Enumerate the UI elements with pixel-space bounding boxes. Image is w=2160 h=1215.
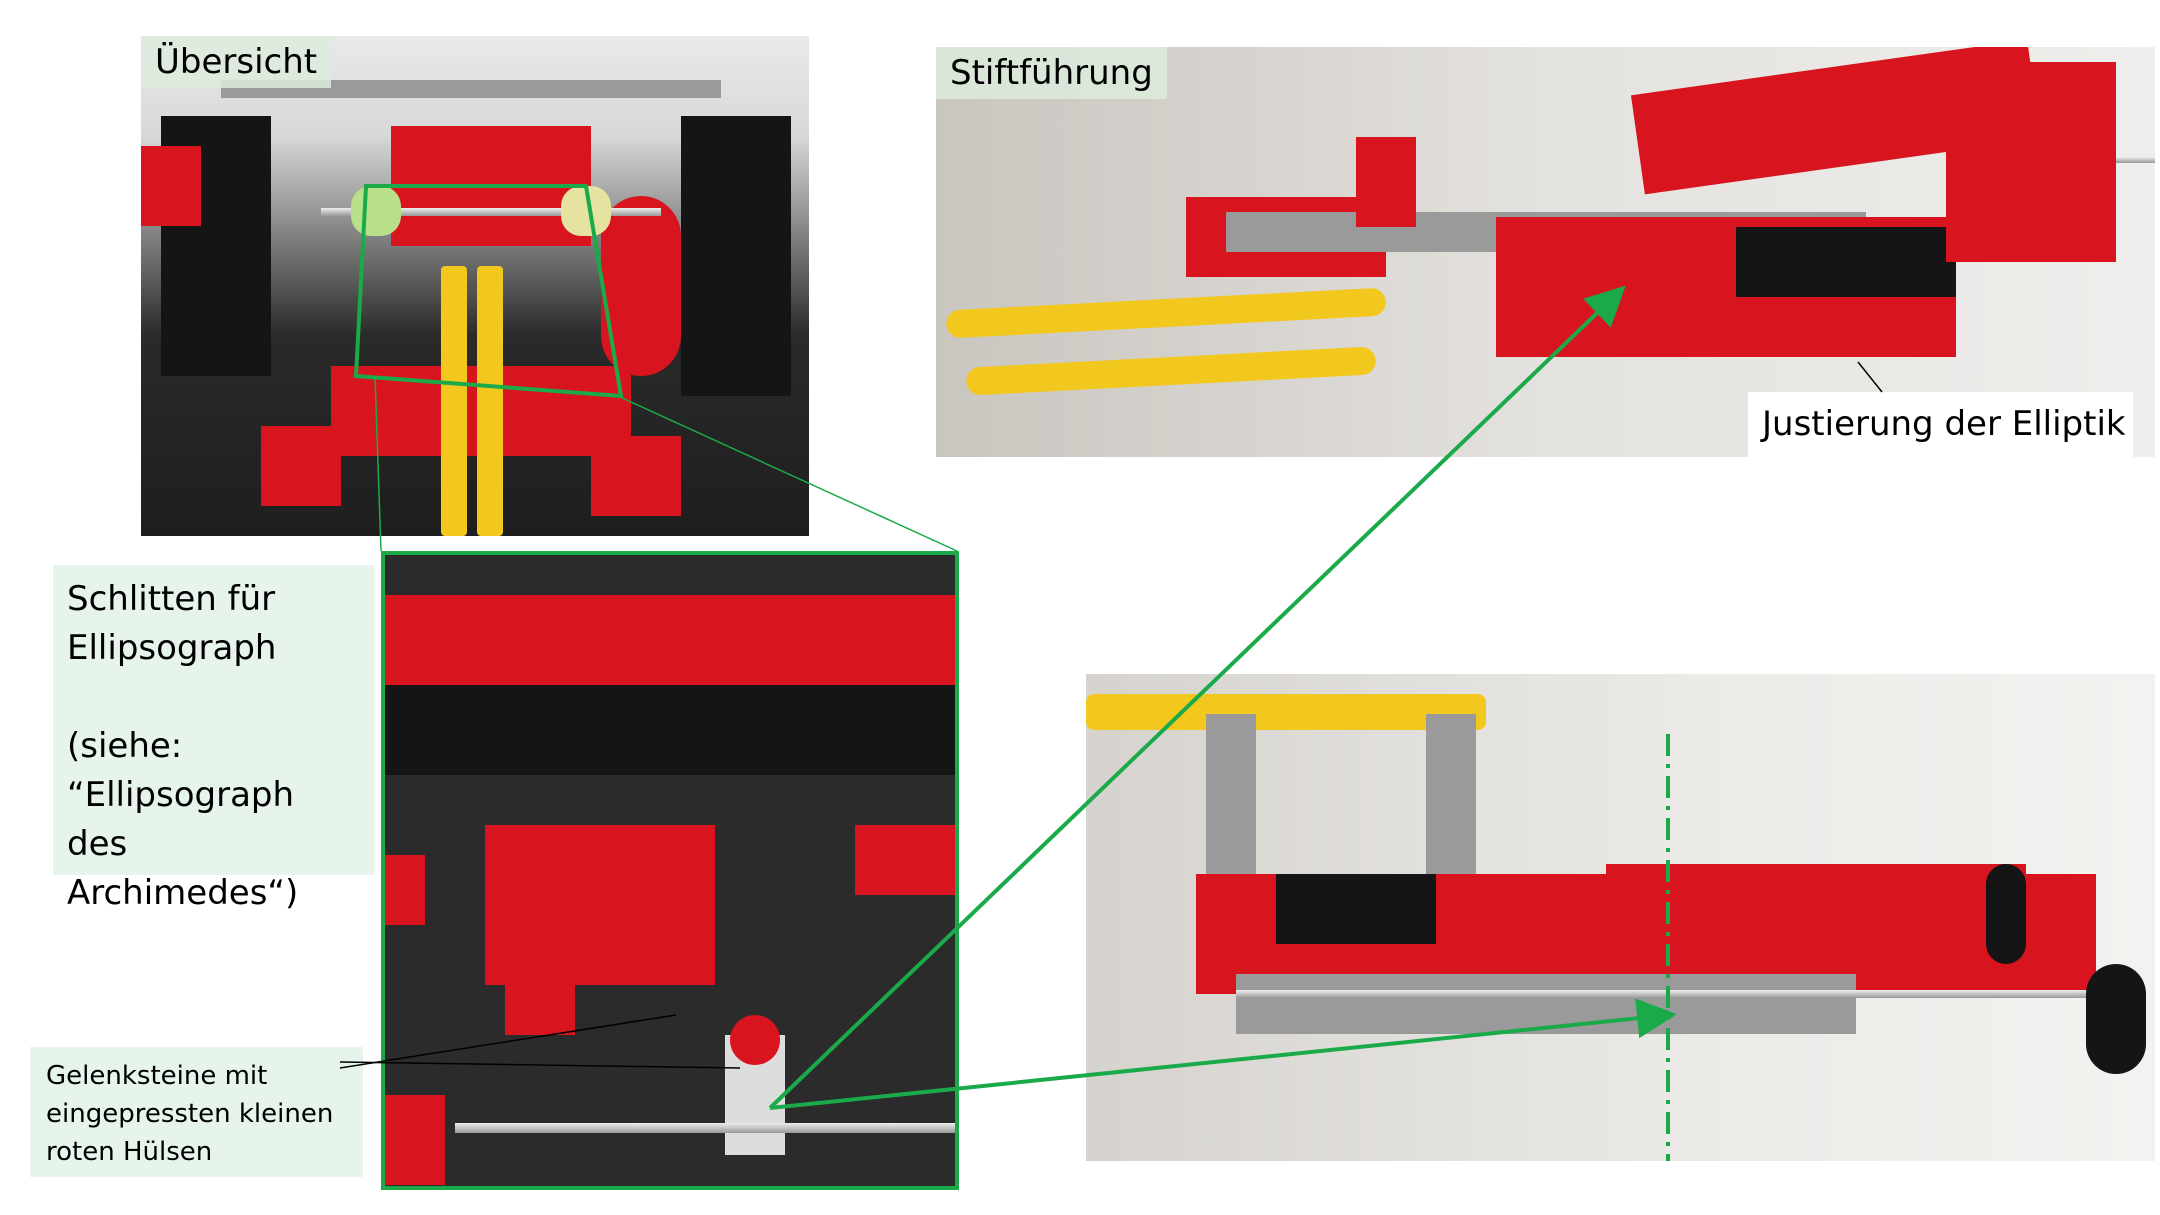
pen-guide-title: Stiftführung	[936, 47, 1167, 99]
carriage-caption: Schlitten für Ellipsograph (siehe: “Elli…	[53, 565, 374, 913]
carriage-caption-line: Schlitten für	[67, 579, 276, 619]
pen-guide-photo: Stiftführung	[936, 47, 2155, 457]
carriage-detail-photo	[381, 551, 959, 1190]
ellipse-adjustment-label: Justierung der Elliptik	[1748, 392, 2133, 457]
overview-title: Übersicht	[141, 36, 332, 88]
carriage-caption-line: (siehe:	[67, 726, 183, 766]
joint-caption-line: eingepressten kleinen	[46, 1099, 334, 1129]
side-view-photo	[1086, 674, 2155, 1161]
overview-photo: Übersicht	[141, 36, 809, 536]
carriage-caption-line: Ellipsograph	[67, 628, 277, 668]
joint-caption-line: Gelenksteine mit	[46, 1061, 268, 1091]
carriage-caption-line: “Ellipsograph des	[67, 775, 295, 864]
carriage-caption-line: Archimedes“)	[67, 873, 299, 913]
joint-caption-line: roten Hülsen	[46, 1137, 213, 1167]
joint-blocks-caption: Gelenksteine mit eingepressten kleinen r…	[30, 1047, 363, 1177]
